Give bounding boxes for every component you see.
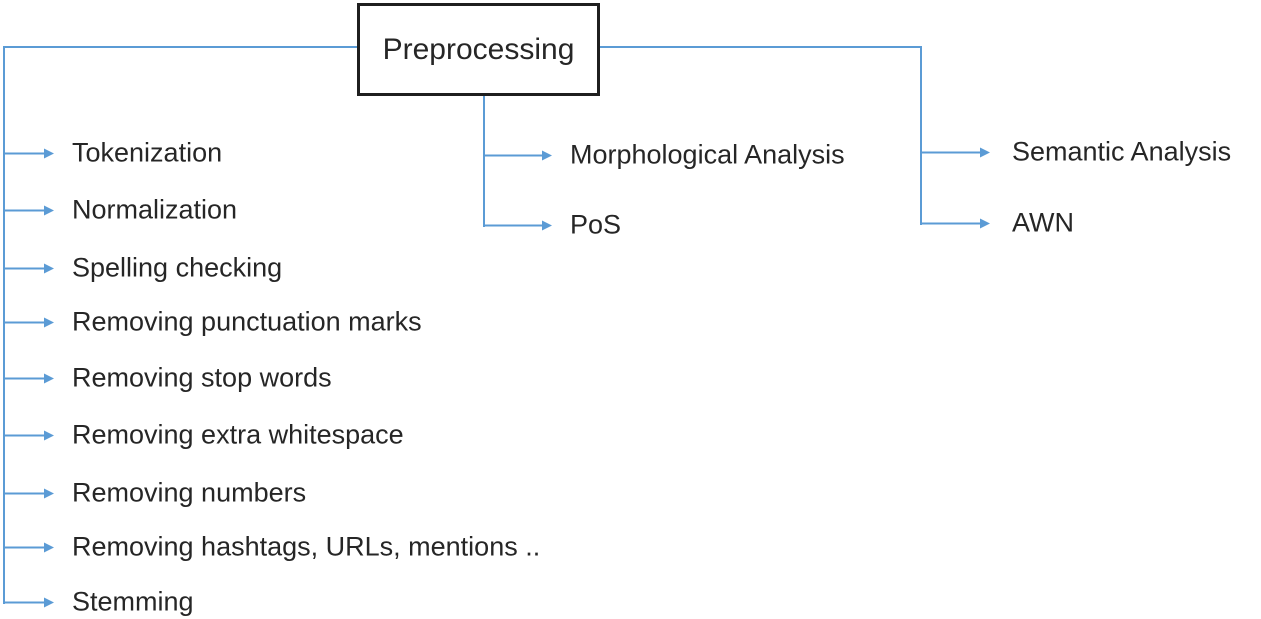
right-item-semantic-analysis: Semantic Analysis [920, 136, 1232, 167]
node-label: PoS [570, 209, 622, 240]
node-label: Removing extra whitespace [72, 419, 404, 450]
arrow-right-icon [3, 429, 54, 441]
left-item-removing-numbers: Removing numbers [3, 477, 307, 508]
preprocessing-box: Preprocessing [357, 3, 600, 96]
node-label: Removing punctuation marks [72, 306, 422, 337]
arrow-right-icon [3, 372, 54, 384]
left-item-removing-punctuation-marks: Removing punctuation marks [3, 306, 422, 337]
left-item-spelling-checking: Spelling checking [3, 252, 283, 283]
node-label: Removing hashtags, URLs, mentions .. [72, 531, 541, 562]
arrow-right-icon [3, 204, 54, 216]
node-label: Stemming [72, 586, 194, 617]
node-label: Spelling checking [72, 252, 283, 283]
arrow-right-icon [484, 219, 552, 231]
arrow-right-icon [3, 596, 54, 608]
left-item-removing-hashtags-urls-mentions: Removing hashtags, URLs, mentions .. [3, 531, 541, 562]
node-label: Removing numbers [72, 477, 307, 508]
middle-item-morphological-analysis: Morphological Analysis [484, 139, 845, 170]
left-item-tokenization: Tokenization [3, 137, 223, 168]
node-label: Semantic Analysis [1012, 136, 1232, 167]
connector-right-vertical [920, 46, 922, 225]
left-item-removing-extra-whitespace: Removing extra whitespace [3, 419, 404, 450]
node-label: Tokenization [72, 137, 223, 168]
arrow-right-icon [920, 217, 990, 229]
arrow-right-icon [3, 147, 54, 159]
node-label: Morphological Analysis [570, 139, 845, 170]
arrow-right-icon [3, 262, 54, 274]
middle-item-pos: PoS [484, 209, 622, 240]
arrow-right-icon [484, 149, 552, 161]
node-label: Normalization [72, 194, 238, 225]
connector-left-top-horizontal [3, 46, 358, 48]
node-label: AWN [1012, 207, 1074, 238]
connector-middle-vertical [483, 96, 485, 227]
arrow-right-icon [3, 487, 54, 499]
left-item-normalization: Normalization [3, 194, 238, 225]
arrow-right-icon [920, 146, 990, 158]
preprocessing-box-label: Preprocessing [382, 32, 575, 66]
left-item-removing-stop-words: Removing stop words [3, 362, 332, 393]
connector-right-top-horizontal [598, 46, 922, 48]
right-item-awn: AWN [920, 207, 1074, 238]
arrow-right-icon [3, 541, 54, 553]
arrow-right-icon [3, 316, 54, 328]
connector-left-vertical [3, 46, 5, 604]
node-label: Removing stop words [72, 362, 332, 393]
left-item-stemming: Stemming [3, 586, 194, 617]
